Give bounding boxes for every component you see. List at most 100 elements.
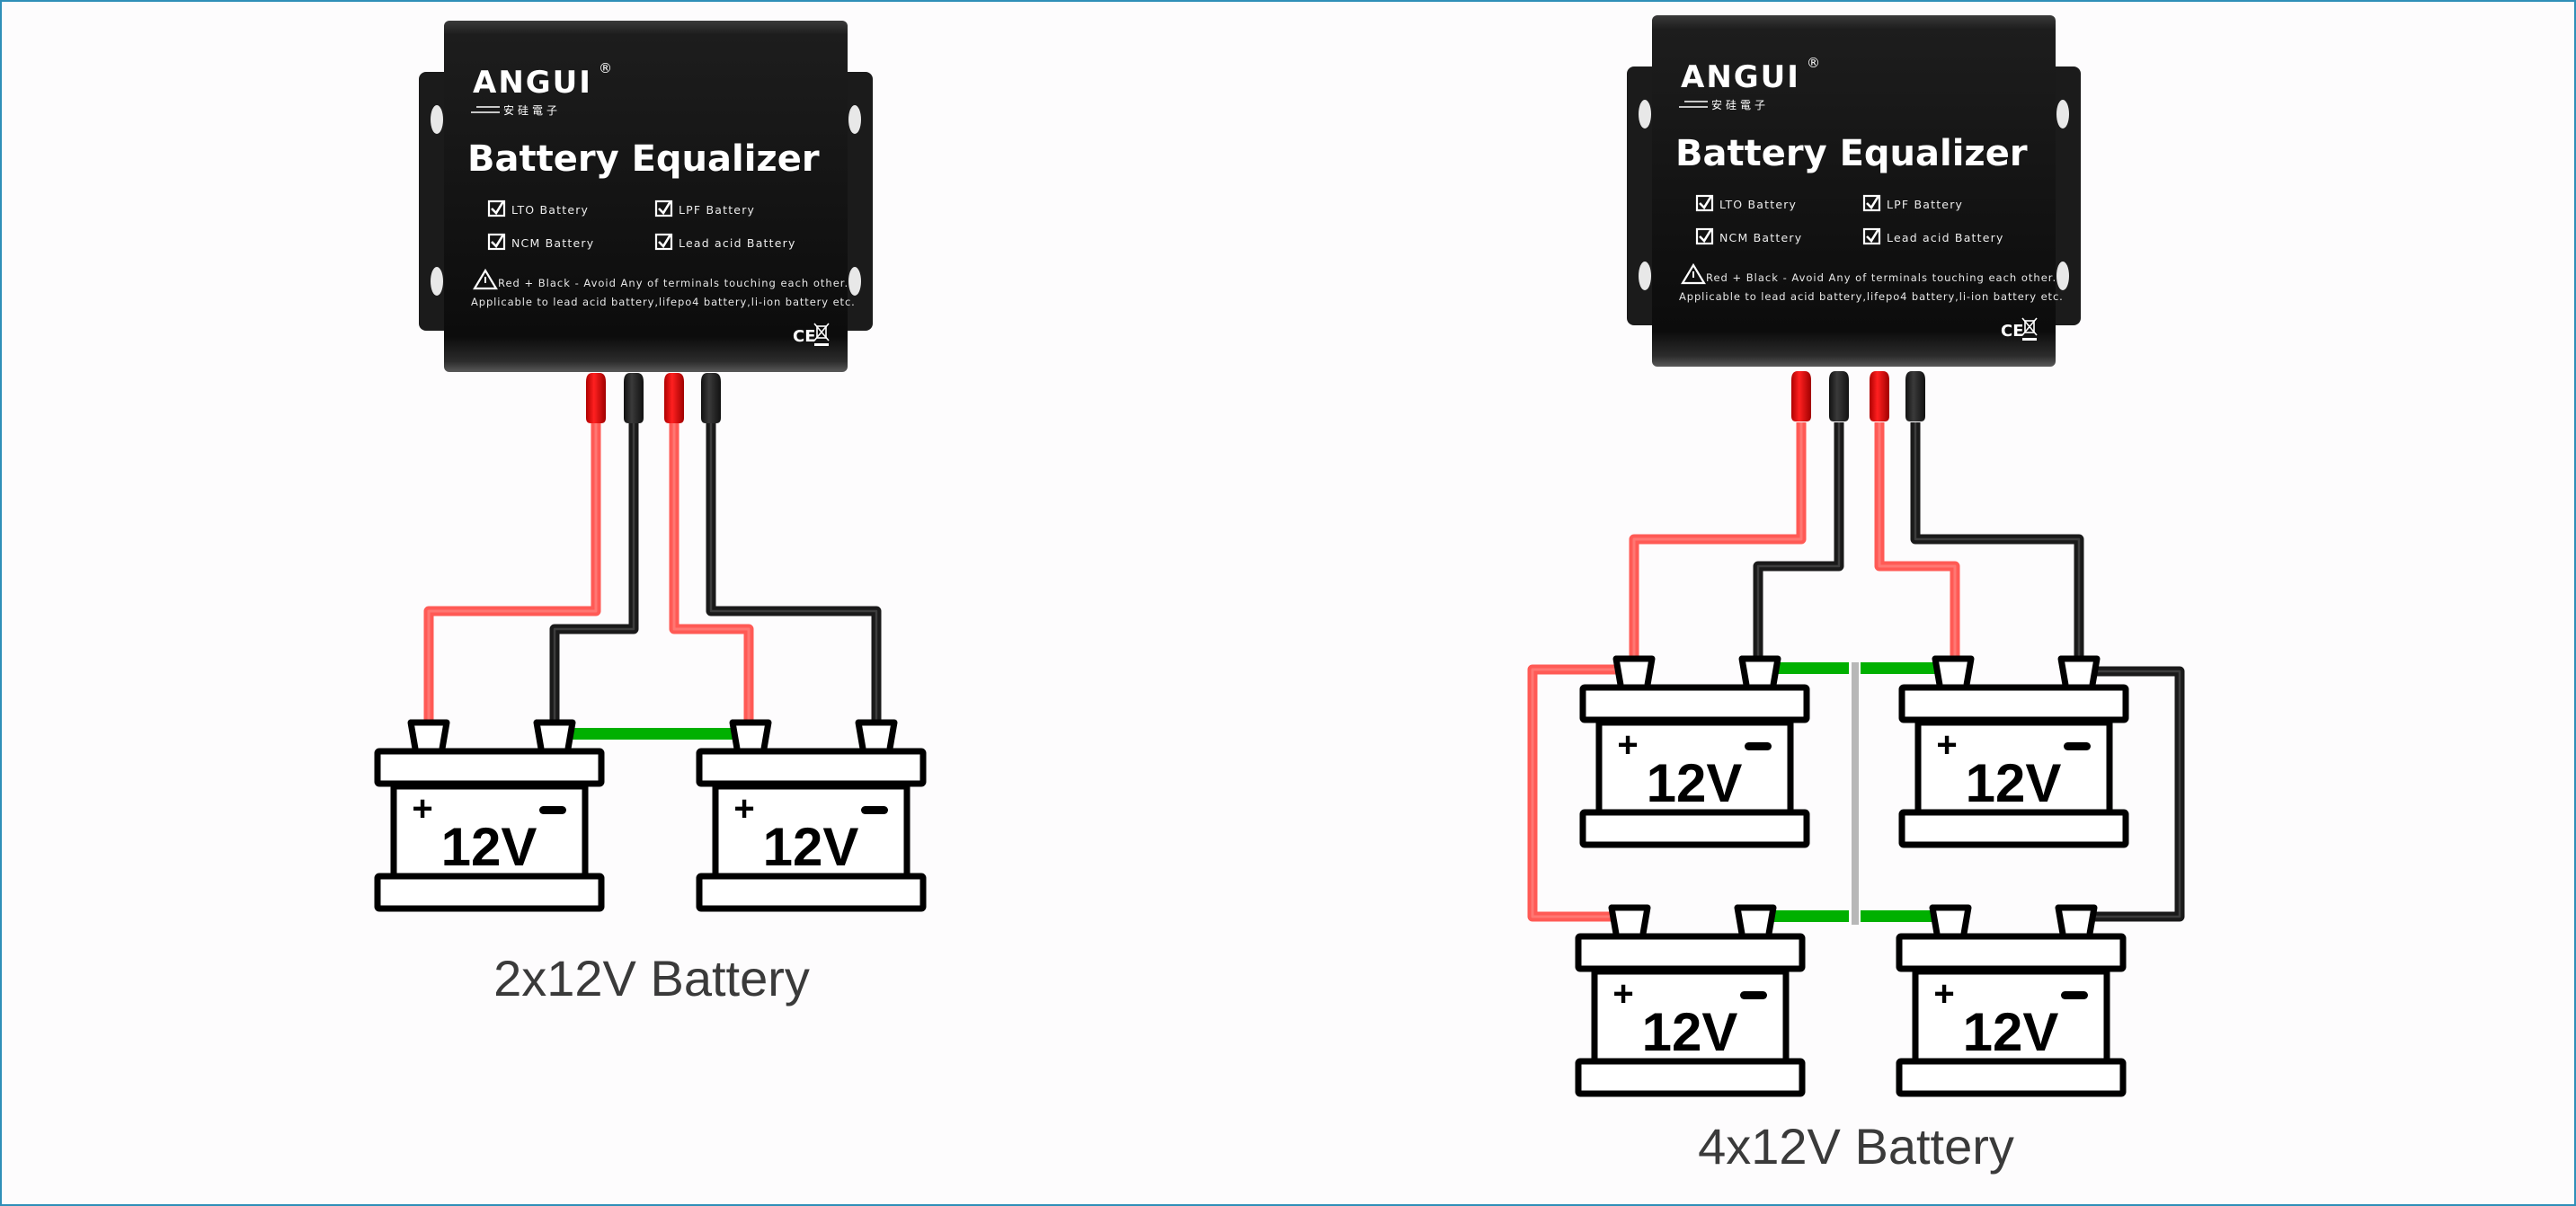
applicable-text: Applicable to lead acid battery,lifepo4 … bbox=[1679, 290, 2064, 303]
supported-battery-label: LPF Battery bbox=[679, 203, 755, 217]
series-link-green bbox=[1775, 662, 1849, 674]
positive-terminal bbox=[1608, 904, 1651, 935]
black-connector-negative bbox=[1905, 371, 1925, 421]
supported-battery-label: NCM Battery bbox=[1719, 231, 1802, 244]
batteries-layer: +12V+12V+12V+12V+12V+12V bbox=[374, 655, 2129, 1097]
warning-text: Red + Black - Avoid Any of terminals tou… bbox=[1706, 271, 2056, 284]
wire-red-1 bbox=[423, 422, 601, 724]
mounting-hole-icon bbox=[431, 267, 443, 296]
minus-sign-icon bbox=[2064, 742, 2091, 750]
positive-terminal bbox=[407, 719, 450, 749]
checkmark-icon bbox=[491, 234, 505, 249]
battery-base bbox=[1896, 1058, 2127, 1097]
wire-black-2 bbox=[1910, 422, 2084, 661]
battery-base bbox=[1575, 1058, 1806, 1097]
red-connector-positive bbox=[664, 373, 684, 423]
checkbox-item: NCM Battery bbox=[1695, 227, 1802, 245]
supported-battery-label: LTO Battery bbox=[511, 203, 589, 217]
battery-12v: +12V bbox=[1579, 655, 1810, 848]
checkbox-item: LTO Battery bbox=[1695, 194, 1797, 212]
minus-sign-icon bbox=[539, 806, 566, 814]
brand-subtitle: 安硅電子 bbox=[1711, 98, 1769, 111]
plus-sign-icon: + bbox=[1617, 725, 1638, 765]
positive-terminal bbox=[1932, 655, 1975, 686]
battery-12v: +12V bbox=[696, 719, 927, 912]
red-connector-positive bbox=[586, 373, 606, 423]
wire-black-2 bbox=[706, 422, 882, 724]
negative-terminal bbox=[2057, 655, 2101, 686]
wire-black-1-highlight bbox=[553, 422, 635, 724]
registered-mark: ® bbox=[1807, 55, 1820, 71]
jumper-red-parallel-highlight bbox=[1531, 668, 1618, 918]
mounting-hole-icon bbox=[2056, 262, 2069, 290]
checkbox-icon bbox=[654, 233, 673, 251]
black-connector-negative bbox=[1829, 371, 1849, 421]
supported-battery-label: LTO Battery bbox=[1719, 198, 1797, 211]
positive-terminal bbox=[729, 719, 772, 749]
ce-mark-icon: CE bbox=[2001, 322, 2024, 341]
plus-sign-icon: + bbox=[1933, 974, 1954, 1014]
wires-layer bbox=[423, 371, 2185, 925]
plus-sign-icon: + bbox=[733, 789, 754, 829]
supported-battery-label: Lead acid Battery bbox=[1887, 231, 2004, 244]
parallel-divider bbox=[1852, 662, 1859, 925]
wire-red-2-highlight bbox=[1878, 422, 1957, 661]
battery-voltage-label: 12V bbox=[441, 817, 537, 877]
device-body bbox=[1652, 15, 2056, 367]
ce-mark-icon: CE bbox=[793, 327, 816, 346]
warning-text: Red + Black - Avoid Any of terminals tou… bbox=[498, 277, 848, 289]
battery-12v: +12V bbox=[1898, 655, 2129, 848]
battery-12v: +12V bbox=[1575, 904, 1806, 1097]
checkmark-icon bbox=[1866, 228, 1880, 244]
brand-logo: ANGUI bbox=[473, 65, 592, 101]
checkmark-icon bbox=[658, 200, 672, 216]
jumper-black-parallel-highlight bbox=[2090, 670, 2181, 918]
checkbox-icon bbox=[487, 233, 506, 251]
device-body bbox=[444, 21, 848, 372]
battery-lid bbox=[374, 748, 605, 787]
battery-voltage-label: 12V bbox=[1647, 753, 1743, 813]
wire-black-2-highlight bbox=[1914, 422, 2081, 661]
warning-icon bbox=[473, 268, 498, 290]
checkbox-item: NCM Battery bbox=[487, 233, 593, 251]
battery-voltage-label: 12V bbox=[1963, 1002, 2059, 1062]
wire-red-1-highlight bbox=[1632, 422, 1803, 661]
battery-base bbox=[1898, 809, 2129, 848]
negative-terminal bbox=[2055, 904, 2098, 935]
weee-bin-icon bbox=[813, 323, 830, 346]
battery-12v: +12V bbox=[374, 719, 605, 912]
plus-sign-icon: + bbox=[1612, 974, 1633, 1014]
black-connector-negative bbox=[701, 373, 721, 423]
series-link-green bbox=[1861, 662, 1940, 674]
battery-voltage-label: 12V bbox=[1642, 1002, 1738, 1062]
device-title: Battery Equalizer bbox=[467, 138, 820, 180]
mounting-hole-icon bbox=[848, 267, 861, 296]
minus-sign-icon bbox=[861, 806, 888, 814]
checkmark-icon bbox=[1866, 195, 1880, 210]
mounting-hole-icon bbox=[2056, 100, 2069, 129]
negative-terminal bbox=[1734, 904, 1777, 935]
battery-lid bbox=[696, 748, 927, 787]
brand-subtitle: 安硅電子 bbox=[503, 103, 561, 117]
mounting-hole-icon bbox=[848, 105, 861, 134]
checkmark-icon bbox=[1699, 228, 1713, 244]
black-connector-negative bbox=[624, 373, 644, 423]
checkbox-item: Lead acid Battery bbox=[1862, 227, 2004, 245]
checkbox-item: Lead acid Battery bbox=[654, 233, 796, 251]
battery-base bbox=[1579, 809, 1810, 848]
checkbox-item: LPF Battery bbox=[654, 200, 755, 217]
series-link-green bbox=[570, 728, 733, 740]
series-link-green bbox=[1861, 910, 1936, 922]
wire-red-1 bbox=[1629, 422, 1807, 661]
battery-lid bbox=[1896, 933, 2127, 972]
minus-sign-icon bbox=[2061, 991, 2088, 999]
checkmark-icon bbox=[491, 200, 505, 216]
positive-terminal bbox=[1612, 655, 1656, 686]
supported-battery-label: Lead acid Battery bbox=[679, 236, 796, 250]
checkmark-icon bbox=[1699, 195, 1713, 210]
checkbox-icon bbox=[1695, 227, 1714, 245]
wire-black-2-highlight bbox=[709, 422, 878, 724]
negative-terminal bbox=[533, 719, 576, 749]
